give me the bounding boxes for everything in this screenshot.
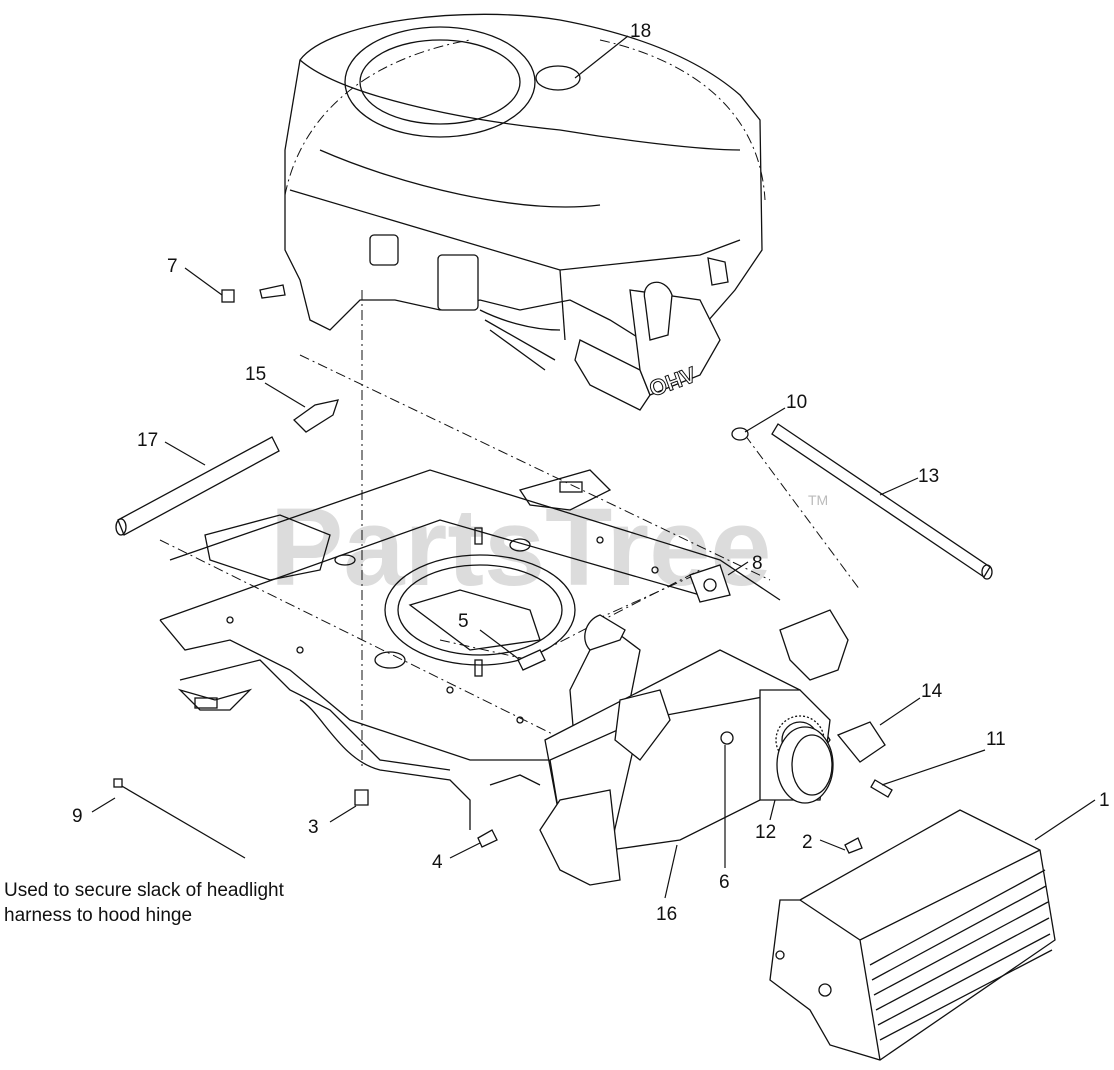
- callout-14: 14: [921, 681, 943, 702]
- fitting-15: [292, 399, 339, 433]
- callout-8: 8: [752, 553, 763, 574]
- cable-tie-note: Used to secure slack of headlight harnes…: [4, 878, 284, 928]
- fuel-line-13: [771, 423, 991, 578]
- watermark-text: PartsTree: [270, 486, 771, 609]
- callout-1: 1: [1099, 790, 1110, 811]
- callout-4: 4: [432, 852, 443, 873]
- callout-10: 10: [786, 392, 807, 413]
- callout-16: 16: [656, 904, 677, 925]
- callout-2: 2: [802, 832, 813, 853]
- cable-tie-note-line-1: Used to secure slack of headlight: [4, 880, 284, 901]
- callout-12: 12: [755, 822, 776, 843]
- callout-18: 18: [630, 21, 651, 42]
- engine: OHV: [284, 13, 766, 411]
- cable-tie-note-line-2: harness to hood hinge: [4, 905, 193, 926]
- callout-17: 17: [137, 430, 158, 451]
- small-parts: [113, 284, 993, 859]
- callout-9: 9: [72, 806, 83, 827]
- callout-5: 5: [458, 611, 469, 632]
- fuel-line-17: [117, 436, 280, 536]
- watermark-trademark: TM: [808, 492, 828, 508]
- spark-arrestor: [776, 726, 834, 804]
- leader-lines: [91, 35, 1096, 899]
- callout-labels: 1 2 3 4 5 6 7 8 9 10 11 12 13 14 15 16 1…: [72, 21, 1110, 925]
- chassis-frame: [159, 469, 781, 830]
- callout-6: 6: [719, 872, 730, 893]
- callout-11: 11: [986, 729, 1006, 750]
- callout-15: 15: [245, 364, 266, 385]
- callout-7: 7: [167, 256, 178, 277]
- heat-shield-small: [836, 721, 886, 763]
- assembly-centerlines: [159, 290, 861, 770]
- muffler-guard: [769, 809, 1056, 1061]
- callout-3: 3: [308, 817, 319, 838]
- watermark: PartsTree TM: [270, 486, 828, 609]
- callout-13: 13: [918, 466, 939, 487]
